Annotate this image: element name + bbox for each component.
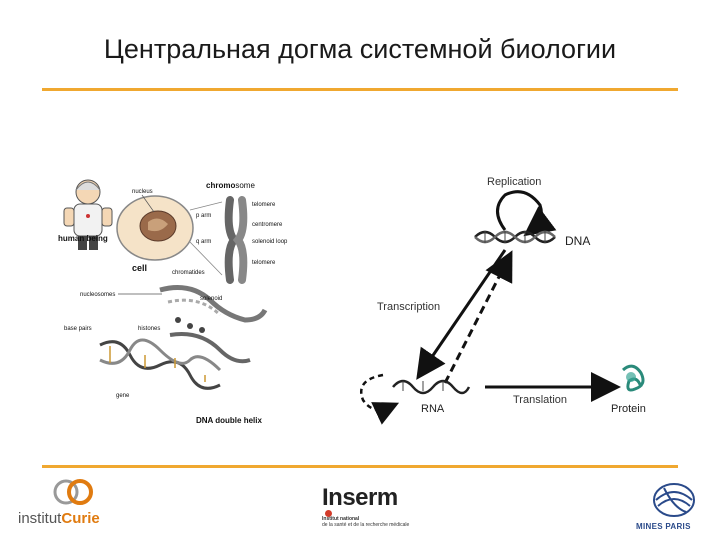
label-cell: cell: [132, 263, 147, 273]
label-dna: DNA: [565, 234, 590, 248]
mines-paris-logo: MINES PARIS: [636, 522, 691, 531]
label-centromere: centromere: [252, 222, 283, 228]
replication-arrow: [496, 190, 557, 237]
label-q-arm: q arm: [196, 239, 211, 245]
dna-helix-drawing: [99, 332, 251, 390]
label-translation: Translation: [513, 394, 567, 406]
inserm-logo-dot: [325, 510, 332, 517]
cell-drawing: [116, 195, 194, 261]
reverse-transcription-arrow: [443, 250, 513, 384]
label-histones: histones: [138, 326, 160, 332]
label-chromatides: chromatides: [172, 270, 205, 276]
label-base-pairs: base pairs: [64, 326, 92, 332]
label-p-arm: p arm: [196, 213, 211, 219]
inserm-subtitle-line2: de la santé et de la recherche médicale: [322, 522, 410, 528]
rna-replication-arrow: [360, 373, 400, 425]
central-dogma-diagram: Replication DNA Transcription RNA Transl…: [360, 176, 646, 425]
label-dna-double-helix: DNA double helix: [196, 416, 262, 425]
label-transcription: Transcription: [377, 301, 440, 313]
solenoid-drawing: [159, 285, 268, 333]
institut-curie-logo-icon: [53, 479, 93, 505]
label-rna: RNA: [421, 403, 445, 415]
label-protein: Protein: [611, 403, 646, 415]
label-gene: gene: [116, 393, 130, 399]
title-divider: [42, 88, 678, 91]
chromosome-drawing: [224, 196, 248, 284]
dna-helix-icon: [474, 230, 556, 244]
footer-divider: [42, 465, 678, 468]
rna-strand-icon: [392, 379, 471, 395]
slide-title: Центральная догма системной биологии: [103, 34, 617, 64]
label-telomere-top: telomere: [252, 202, 276, 208]
label-chromosome: chromosome: [206, 181, 255, 190]
label-telomere-bottom: telomere: [252, 260, 276, 266]
label-nucleus: nucleus: [132, 189, 153, 195]
label-nucleosomes: nucleosomes: [80, 292, 115, 298]
label-solenoid: solenoid: [200, 296, 222, 302]
protein-structure-icon: [621, 364, 645, 392]
label-replication: Replication: [487, 176, 541, 188]
label-human-being: human being: [58, 234, 108, 243]
chromosome-dna-illustration: human being cell nucleus chromosome p ar…: [58, 179, 288, 425]
inserm-subtitle-line1: Institut national: [322, 516, 360, 522]
human-figure: [63, 179, 113, 250]
inserm-logo: Inserm: [322, 484, 398, 511]
institut-curie-logo: institutCurie: [18, 510, 100, 527]
label-solenoid-loop: solenoid loop: [252, 239, 288, 245]
mines-paris-logo-icon: [653, 483, 695, 517]
